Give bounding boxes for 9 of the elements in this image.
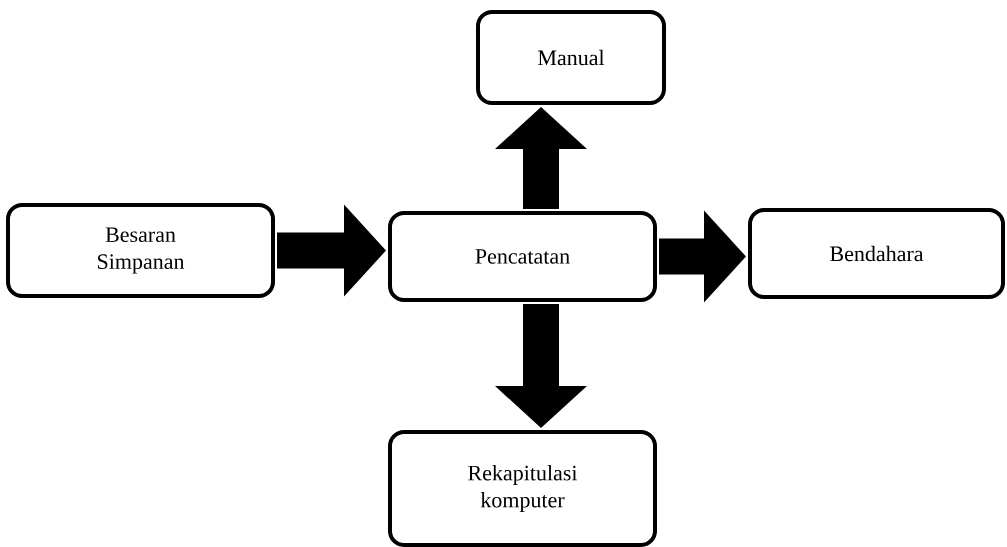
block-arrow [495, 107, 587, 209]
process-box: Pencatatan [388, 211, 657, 302]
process-box: Rekapitulasi komputer [388, 430, 657, 547]
process-box: Besaran Simpanan [6, 203, 275, 298]
process-box: Manual [476, 10, 666, 105]
process-box: Bendahara [748, 208, 1005, 299]
block-arrow [659, 210, 746, 303]
block-arrow [277, 204, 386, 297]
block-arrow [495, 304, 587, 428]
